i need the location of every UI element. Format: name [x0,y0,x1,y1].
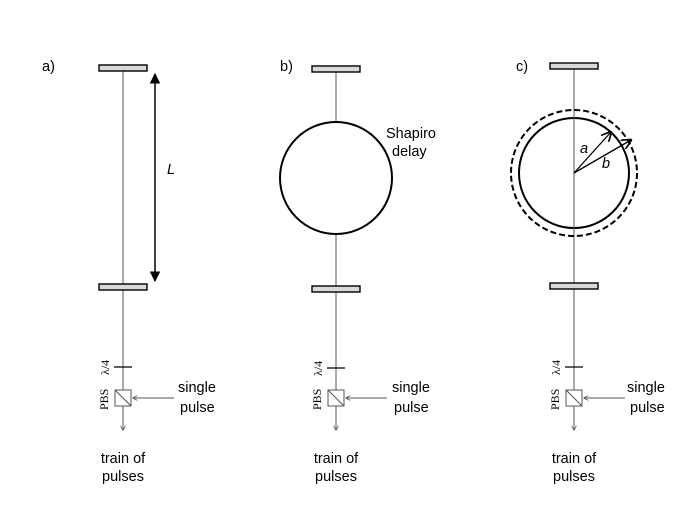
top-mirror [98,64,148,72]
radius-b-arrow [573,140,631,174]
shapiro-label-line2: delay [392,144,427,160]
input-label-line1: single [627,380,665,396]
top-mirror [549,62,599,70]
output-label-line2: pulses [553,469,595,485]
outer-dashed-circle [510,109,638,237]
panel-b: b) Shapiro delay λ/4 PBS single pulse tr… [279,59,436,485]
bottom-mirror [311,285,361,293]
output-label-line1: train of [552,451,597,467]
beam-splitter-cube [114,389,132,407]
panel-c: c) a b λ/4 PBS single pulse train of pul… [510,59,665,485]
bottom-mirror [98,283,148,291]
shapiro-mass-circle [279,121,393,235]
shapiro-label-line1: Shapiro [386,126,436,142]
radius-a-arrow [573,132,611,174]
output-label-line2: pulses [315,469,357,485]
radius-a-label: a [580,141,588,157]
input-label-line1: single [178,380,216,396]
panel-tag: b) [280,59,293,75]
input-label-line1: single [392,380,430,396]
beam-splitter-cube [327,389,345,407]
panel-tag: a) [42,59,55,75]
waveplate-label: λ/4 [311,361,325,376]
output-label-line1: train of [101,451,146,467]
beam-splitter-cube [565,389,583,407]
waveplate-label: λ/4 [549,360,563,375]
output-label-line2: pulses [102,469,144,485]
radius-b-label: b [602,156,610,172]
waveplate-label: λ/4 [98,360,112,375]
pbs-label: PBS [548,389,562,410]
panel-tag: c) [516,59,528,75]
pbs-label: PBS [310,389,324,410]
panel-a: a) L λ/4 PBS single pulse train of pulse… [42,59,216,485]
input-label-line2: pulse [394,400,429,416]
pbs-label: PBS [97,389,111,410]
input-label-line2: pulse [180,400,215,416]
bottom-mirror [549,282,599,290]
top-mirror [311,65,361,73]
input-label-line2: pulse [630,400,665,416]
length-label: L [167,162,175,178]
output-label-line1: train of [314,451,359,467]
